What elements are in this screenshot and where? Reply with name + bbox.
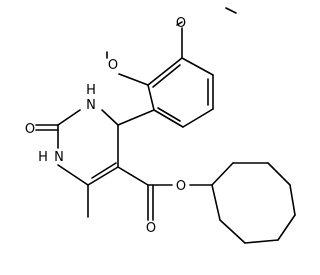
bond (176, 21, 183, 26)
bond (57, 164, 89, 186)
atom-n-upper: N (86, 98, 96, 113)
atom-n-lower: N (54, 150, 64, 165)
bond (152, 64, 181, 88)
atom-o-ester-carbonyl: O (146, 221, 156, 236)
bond (211, 184, 221, 221)
bond (147, 57, 183, 86)
atom-h-upper: H (86, 83, 96, 98)
bond (219, 219, 246, 244)
bond (147, 84, 155, 111)
bond (225, 7, 237, 14)
molecule-diagram: O O H N O H N O O (25, 7, 296, 244)
bond (277, 214, 296, 241)
atom-o-ester: O (176, 179, 186, 194)
bond (118, 73, 149, 86)
bond (101, 109, 119, 126)
atom-o-carbonyl: O (25, 122, 35, 137)
bond (267, 162, 291, 186)
atom-o-methoxy-left: O (108, 58, 118, 73)
bond (117, 109, 155, 126)
bond (57, 109, 81, 126)
bond (91, 162, 117, 179)
bond (117, 166, 149, 186)
atom-labels: O O H N O H N O O (25, 16, 186, 236)
atom-o-methoxy-top: O (176, 16, 186, 31)
bond (153, 109, 184, 128)
bond (289, 184, 296, 216)
bond (244, 239, 279, 244)
bond (182, 108, 214, 128)
bond (211, 162, 234, 186)
bond (157, 107, 181, 122)
bond (87, 166, 119, 186)
atom-h-lower: H (38, 150, 48, 165)
bonds (35, 7, 296, 244)
bond (181, 57, 214, 76)
